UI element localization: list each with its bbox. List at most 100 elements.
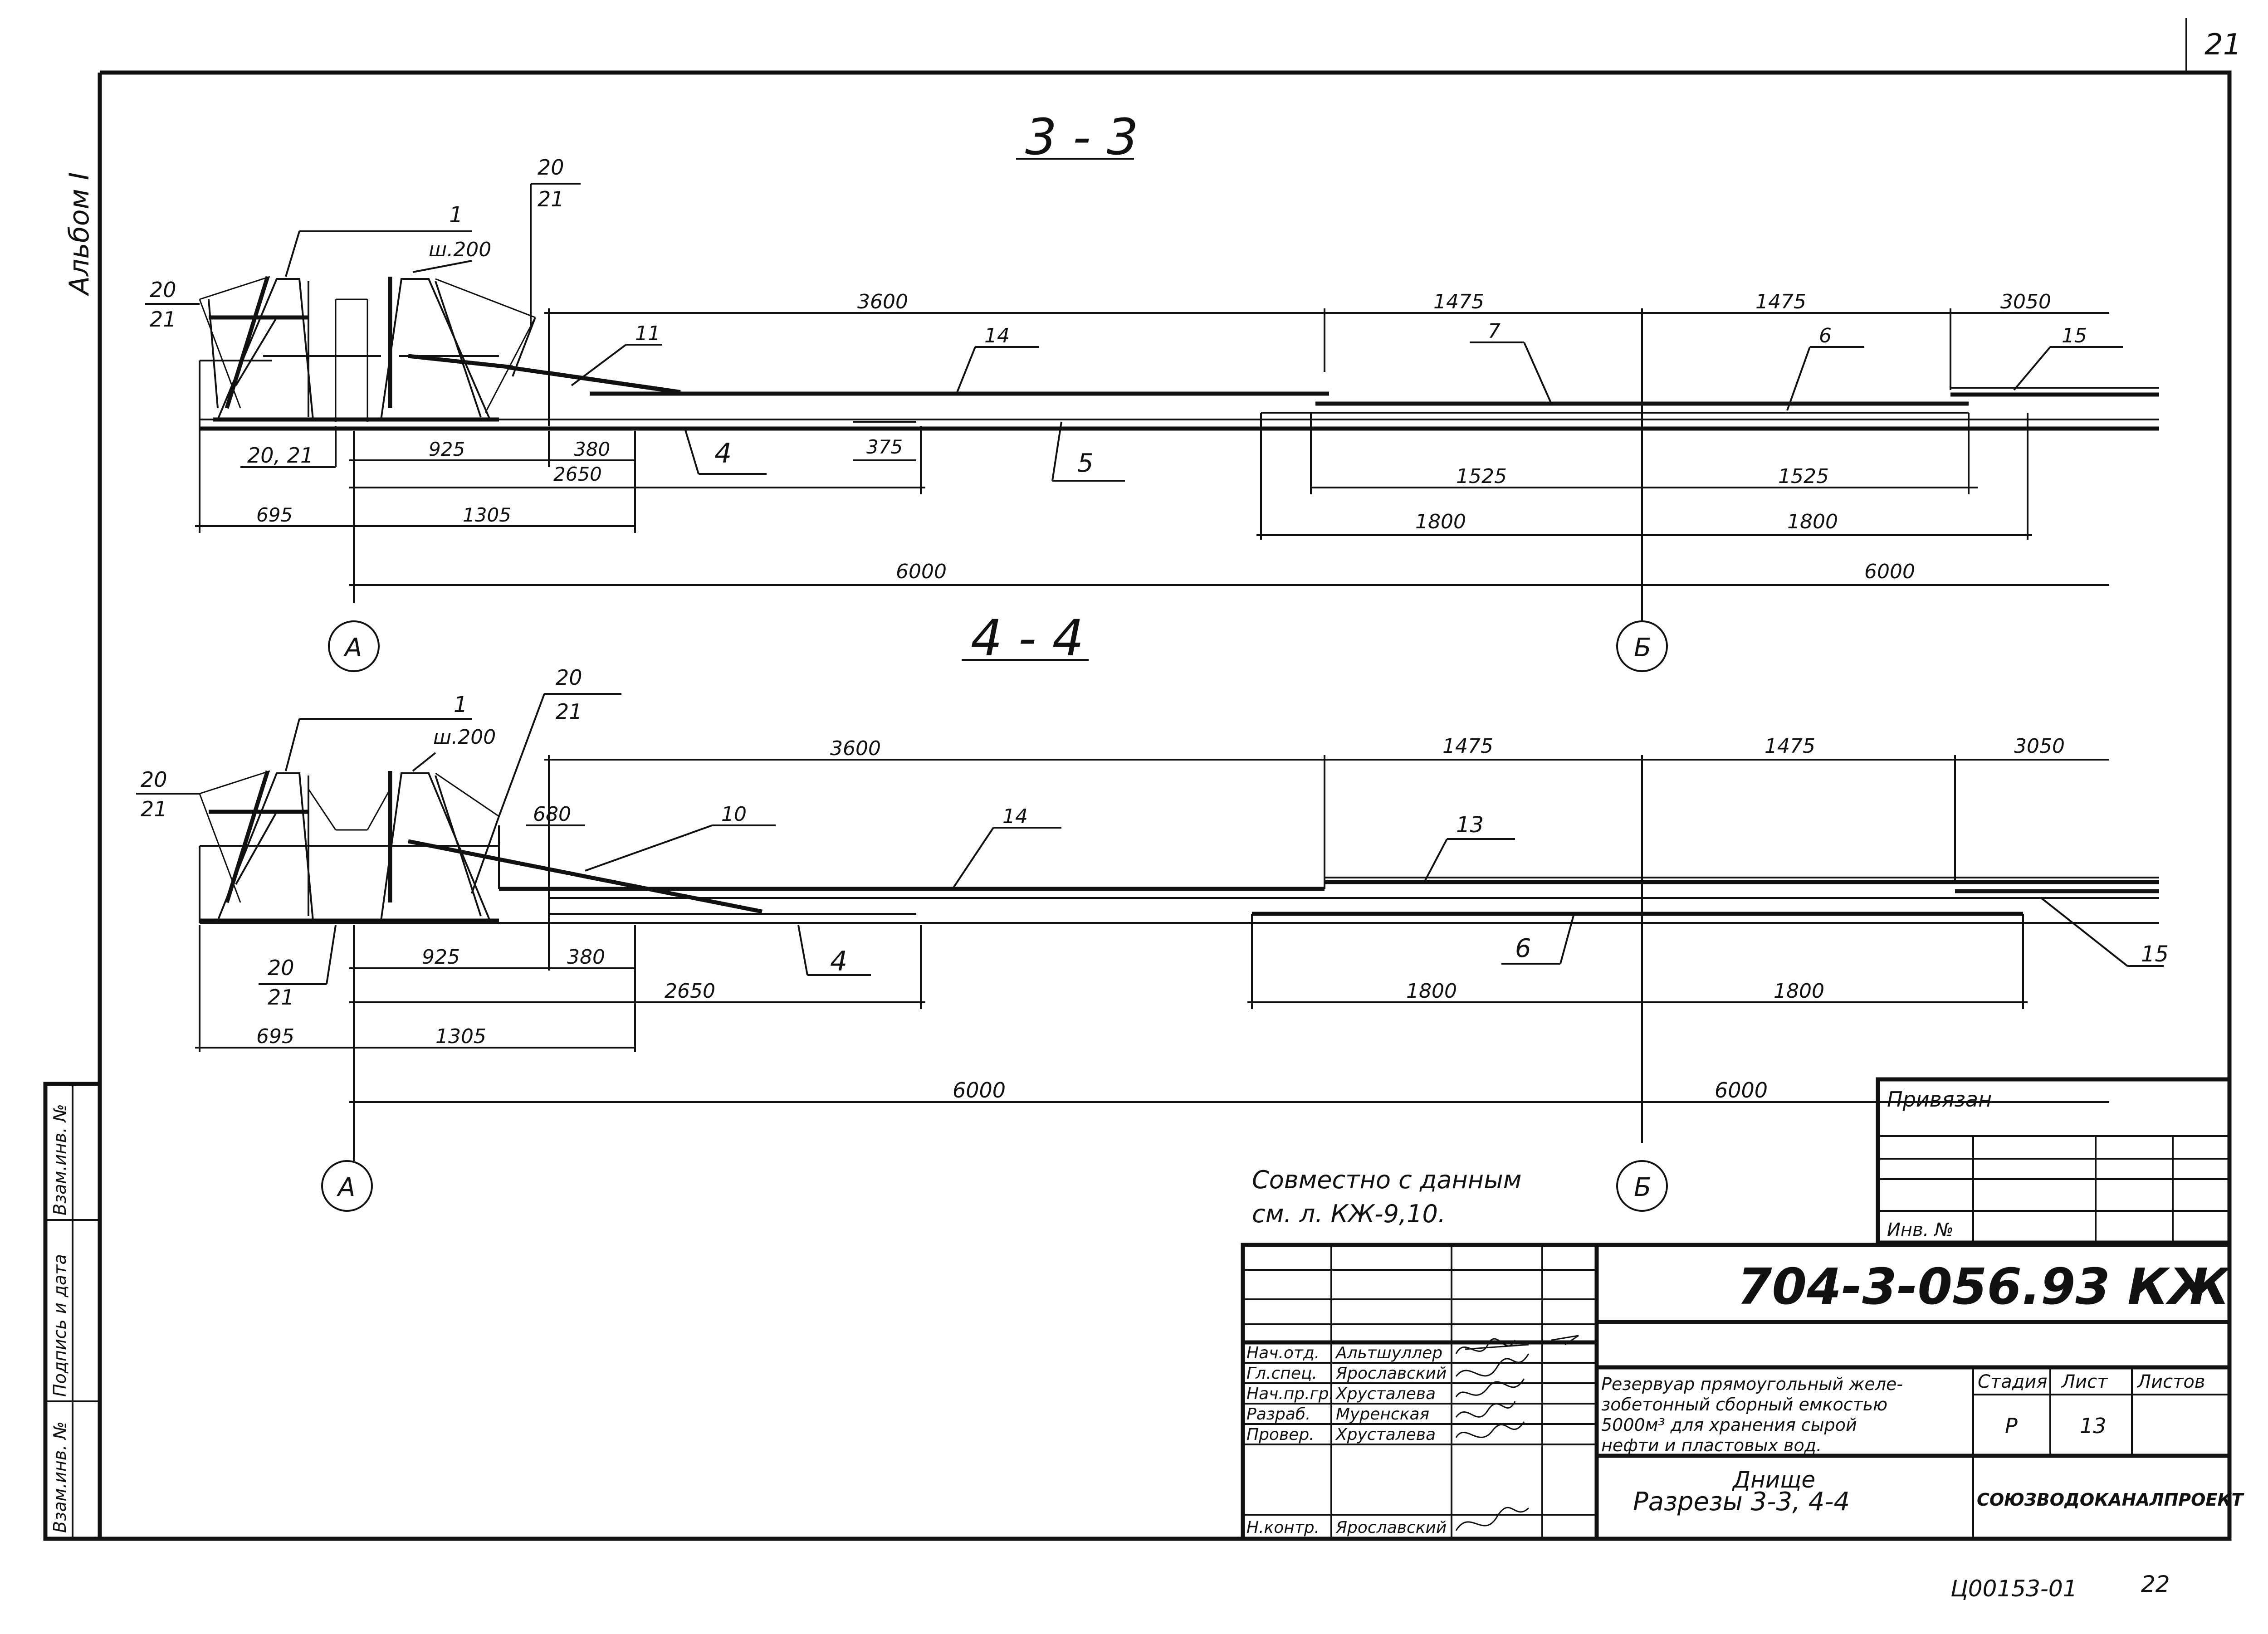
- signature-3: [1455, 1378, 1525, 1397]
- dim-2650: 2650: [553, 463, 602, 485]
- mark-triangle: [1551, 1335, 1579, 1346]
- signature-6: [1455, 1507, 1530, 1531]
- signature-1: [1455, 1338, 1529, 1354]
- name-checker: Хрусталева: [1335, 1425, 1436, 1444]
- privyazan-label: Привязан: [1887, 1087, 1992, 1112]
- privyazan-block: Привязан Инв. №: [1876, 1077, 2232, 1245]
- dim-695: 695: [256, 1025, 294, 1048]
- dim-375: 375: [866, 436, 903, 458]
- name-norm-control: Ярославский: [1335, 1518, 1447, 1537]
- signature-4: [1455, 1401, 1516, 1418]
- section-4-4: 4 - 4 1 ш.200 20: [136, 609, 2169, 1212]
- callout-10: 10: [721, 803, 747, 826]
- stage-label: Стадия: [1978, 1371, 2047, 1392]
- axis-label-a: А: [343, 633, 362, 663]
- dim-1800-a: 1800: [1406, 980, 1457, 1003]
- role-checker: Провер.: [1246, 1425, 1315, 1444]
- dim-1800-b: 1800: [1787, 510, 1838, 533]
- dim-3050: 3050: [2000, 290, 2051, 313]
- callout-21-left: 21: [141, 797, 167, 821]
- title-block: 704-3-056.93 КЖ Нач.отд. Гл.спец. Нач.пр…: [1241, 1243, 2244, 1541]
- dim-3600: 3600: [830, 737, 881, 760]
- stamp-signature-date: Подпись и дата: [50, 1254, 70, 1397]
- callout-14: 14: [984, 324, 1010, 347]
- drawing-name-1: Днище: [1732, 1467, 1815, 1493]
- project-title-line-4: нефти и пластовых вод.: [1601, 1435, 1822, 1455]
- stamp-replace-inv: Взам.инв. №: [50, 1104, 70, 1215]
- callout-6: 6: [1819, 324, 1832, 347]
- axis-marker-b: [1616, 620, 1668, 672]
- note-line-2: см. л. КЖ-9,10.: [1252, 1200, 1446, 1228]
- callout-15: 15: [2062, 324, 2087, 347]
- callout-step-200: ш.200: [429, 238, 491, 261]
- sheets-label: Листов: [2136, 1371, 2205, 1392]
- callout-20-21-bottom: 20, 21: [247, 443, 313, 468]
- dim-695: 695: [256, 504, 293, 526]
- dim-1800-a: 1800: [1415, 510, 1466, 533]
- name-head-dept: Альтшуллер: [1335, 1344, 1442, 1362]
- project-title-line-1: Резервуар прямоугольный желе-: [1601, 1374, 1903, 1394]
- callout-13: 13: [1456, 812, 1484, 838]
- project-title-line-3: 5000м³ для хранения сырой: [1601, 1415, 1857, 1435]
- sheet-label: Лист: [2061, 1371, 2108, 1392]
- dim-1305: 1305: [435, 1025, 486, 1048]
- dim-6000-a: 6000: [953, 1078, 1006, 1102]
- album-label: Альбом I: [64, 172, 95, 297]
- callout-4: 4: [830, 946, 847, 977]
- axis-marker-a: [328, 620, 380, 672]
- name-chief-spec: Ярославский: [1335, 1364, 1447, 1383]
- dim-6000-b: 6000: [1864, 560, 1915, 583]
- callout-4: 4: [714, 438, 732, 469]
- dim-1525-b: 1525: [1778, 465, 1829, 488]
- callout-21-top: 21: [556, 699, 582, 724]
- axis-marker-b: [1616, 1160, 1668, 1212]
- axis-marker-a: [321, 1160, 373, 1212]
- role-chief-spec: Гл.спец.: [1246, 1364, 1317, 1383]
- left-stamp: Взам.инв. № Подпись и дата Взам.инв. №: [43, 1082, 102, 1541]
- dim-2650: 2650: [665, 980, 715, 1003]
- callout-6: 6: [1515, 934, 1531, 963]
- sheet-value: 13: [2080, 1414, 2107, 1438]
- dim-1475-a: 1475: [1442, 735, 1493, 758]
- name-developer: Муренская: [1336, 1405, 1429, 1424]
- name-head-group: Хрусталева: [1335, 1385, 1436, 1403]
- callout-21-left: 21: [150, 307, 176, 332]
- callout-14: 14: [1002, 805, 1028, 828]
- callout-20-top: 20: [556, 665, 582, 690]
- dim-6000-a: 6000: [896, 560, 947, 583]
- callout-7: 7: [1488, 320, 1501, 343]
- callout-pos-1: 1: [449, 202, 463, 228]
- dim-1475-a: 1475: [1433, 290, 1484, 313]
- callout-20-left: 20: [150, 278, 176, 302]
- callout-15: 15: [2141, 941, 2169, 967]
- callout-step-200: ш.200: [433, 726, 496, 749]
- callout-20-left: 20: [141, 767, 167, 792]
- callout-21-bottom: 21: [268, 985, 294, 1010]
- archive-code: Ц00153-01: [1950, 1575, 2077, 1602]
- role-norm-control: Н.контр.: [1246, 1518, 1320, 1537]
- callout-21-top: 21: [538, 187, 564, 211]
- role-head-group: Нач.пр.гр.: [1246, 1385, 1334, 1403]
- role-head-dept: Нач.отд.: [1246, 1344, 1320, 1362]
- section-4-4-title: 4 - 4: [971, 609, 1084, 667]
- dim-380: 380: [567, 946, 605, 969]
- dim-1525-a: 1525: [1456, 465, 1507, 488]
- drawing-name-2: Разрезы 3-3, 4-4: [1633, 1487, 1850, 1517]
- section-3-3: 3 - 3: [145, 108, 2159, 672]
- callout-pos-1: 1: [454, 692, 468, 717]
- dim-680: 680: [533, 803, 571, 826]
- dim-1475-b: 1475: [1765, 735, 1815, 758]
- dim-1800-b: 1800: [1774, 980, 1824, 1003]
- dim-1305: 1305: [463, 504, 511, 526]
- archive-page: 22: [2141, 1571, 2170, 1597]
- corner-sheet-number: 21: [2204, 28, 2241, 62]
- callout-11: 11: [635, 322, 660, 345]
- dim-3600: 3600: [857, 290, 908, 313]
- callout-5: 5: [1077, 449, 1094, 478]
- project-title-line-2: зобетонный сборный емкостью: [1601, 1395, 1887, 1415]
- dim-1475-b: 1475: [1755, 290, 1806, 313]
- dim-6000-b: 6000: [1715, 1078, 1768, 1102]
- dim-380: 380: [574, 438, 610, 460]
- dim-925: 925: [429, 438, 465, 460]
- callout-20-top: 20: [538, 155, 564, 180]
